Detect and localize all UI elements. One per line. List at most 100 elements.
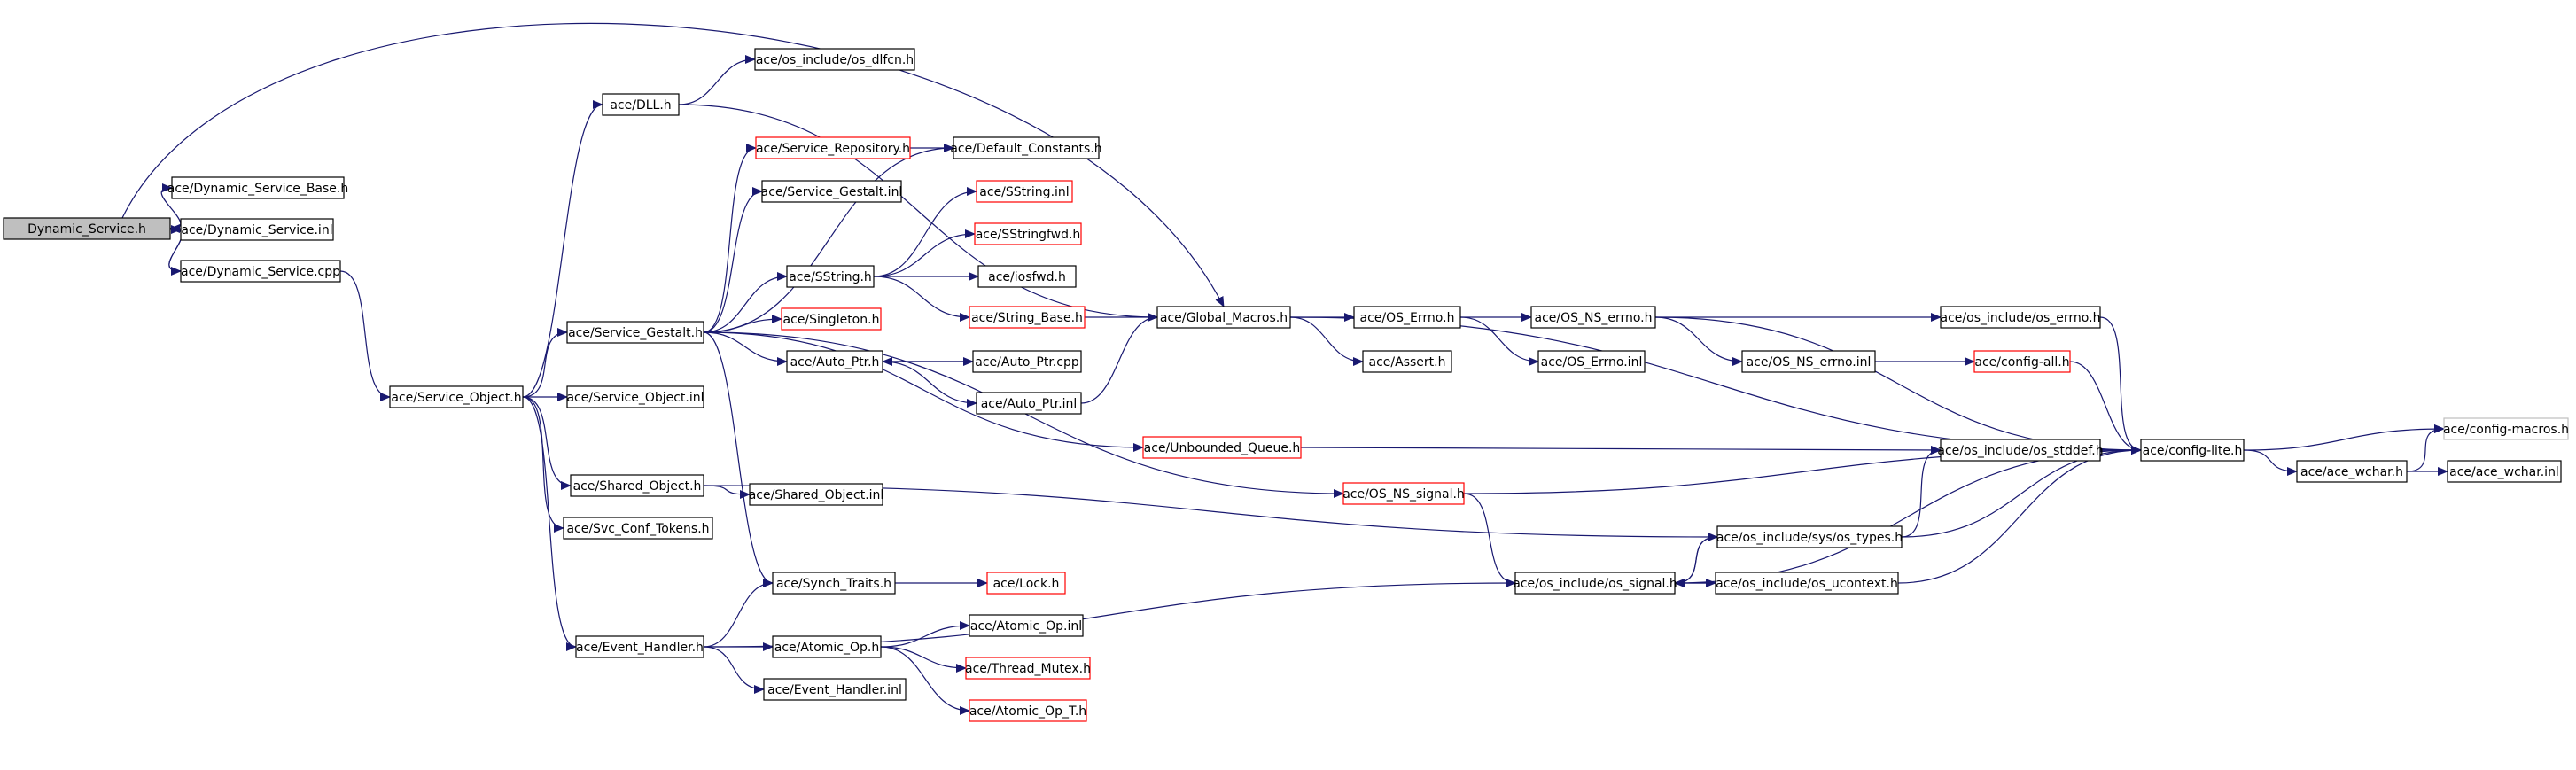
node-label: ace/String_Base.h bbox=[971, 311, 1083, 325]
nodes-layer: Dynamic_Service.h ace/Dynamic_Service_Bas… bbox=[3, 48, 2569, 722]
node-lock[interactable]: ace/Lock.h bbox=[986, 572, 1066, 595]
node-label: ace/config-lite.h bbox=[2143, 444, 2243, 458]
node-ss[interactable]: ace/SString.h bbox=[786, 265, 875, 288]
node-aopt[interactable]: ace/Atomic_Op_T.h bbox=[969, 699, 1087, 722]
node-assert[interactable]: ace/Assert.h bbox=[1362, 350, 1452, 373]
node-label: ace/Svc_Conf_Tokens.h bbox=[566, 522, 709, 536]
node-oserrno[interactable]: ace/OS_Errno.h bbox=[1353, 306, 1461, 329]
node-strbase[interactable]: ace/String_Base.h bbox=[969, 306, 1086, 329]
node-cfgmacros[interactable]: ace/config-macros.h bbox=[2443, 417, 2569, 440]
node-dll[interactable]: ace/DLL.h bbox=[602, 93, 680, 116]
node-label: ace/SString.h bbox=[789, 270, 872, 284]
node-label: ace/Global_Macros.h bbox=[1160, 311, 1288, 325]
node-label: ace/Lock.h bbox=[993, 577, 1060, 591]
node-uq[interactable]: ace/Unbounded_Queue.h bbox=[1142, 436, 1302, 459]
node-apcpp[interactable]: ace/Auto_Ptr.cpp bbox=[972, 350, 1082, 373]
node-ehinl[interactable]: ace/Event_Handler.inl bbox=[763, 678, 907, 701]
node-tm[interactable]: ace/Thread_Mutex.h bbox=[965, 657, 1091, 680]
node-box bbox=[1715, 572, 1899, 595]
node-label: ace/os_include/os_stddef.h bbox=[1937, 444, 2103, 458]
edge-sg-to-ss bbox=[703, 272, 788, 333]
node-svc[interactable]: ace/Svc_Conf_Tokens.h bbox=[563, 517, 713, 540]
node-box bbox=[563, 517, 713, 540]
edge-aop-to-aopt bbox=[880, 646, 970, 715]
edge-so-to-eh bbox=[522, 396, 577, 651]
node-label: ace/Unbounded_Queue.h bbox=[1144, 441, 1301, 455]
node-dsb[interactable]: ace/Dynamic_Service_Base.h bbox=[167, 176, 349, 199]
node-dc[interactable]: ace/Default_Constants.h bbox=[950, 136, 1102, 159]
node-label: ace/Service_Gestalt.h bbox=[568, 326, 703, 340]
node-label: ace/SString.inl bbox=[979, 185, 1069, 199]
node-label: ace/Service_Gestalt.inl bbox=[761, 185, 903, 199]
node-single[interactable]: ace/Singleton.h bbox=[781, 307, 882, 331]
node-ssfwd[interactable]: ace/SStringfwd.h bbox=[974, 222, 1082, 245]
node-wchar[interactable]: ace/ace_wchar.h bbox=[2296, 460, 2408, 483]
node-label: ace/Dynamic_Service.inl bbox=[181, 223, 332, 237]
node-aop[interactable]: ace/Atomic_Op.h bbox=[772, 635, 882, 658]
node-signal[interactable]: ace/os_include/os_signal.h bbox=[1513, 572, 1677, 595]
node-box bbox=[1537, 350, 1646, 373]
node-wcharinl[interactable]: ace/ace_wchar.inl bbox=[2447, 460, 2562, 483]
node-box bbox=[171, 176, 345, 199]
node-cfglite[interactable]: ace/config-lite.h bbox=[2140, 439, 2245, 462]
node-systypes[interactable]: ace/os_include/sys/os_types.h bbox=[1716, 525, 1903, 548]
node-so[interactable]: ace/Service_Object.h bbox=[389, 385, 524, 408]
node-label: ace/OS_NS_errno.h bbox=[1534, 311, 1652, 325]
node-ssinl[interactable]: ace/SString.inl bbox=[976, 180, 1073, 203]
node-dsi[interactable]: ace/Dynamic_Service.inl bbox=[180, 218, 334, 241]
edge-root-to-gm bbox=[121, 22, 1225, 307]
node-box bbox=[575, 635, 704, 658]
node-nserrno[interactable]: ace/OS_NS_errno.h bbox=[1530, 306, 1656, 329]
node-ucontext[interactable]: ace/os_include/os_ucontext.h bbox=[1715, 572, 1899, 595]
node-oserrnoinl[interactable]: ace/OS_Errno.inl bbox=[1537, 350, 1646, 373]
node-dscpp[interactable]: ace/Dynamic_Service.cpp bbox=[180, 260, 341, 283]
node-sgi[interactable]: ace/Service_Gestalt.inl bbox=[761, 180, 903, 203]
node-apinl[interactable]: ace/Auto_Ptr.inl bbox=[976, 392, 1082, 415]
node-sobinl[interactable]: ace/Service_Object.inl bbox=[566, 385, 704, 408]
node-label: ace/Service_Object.inl bbox=[566, 391, 704, 405]
node-label: ace/Dynamic_Service.cpp bbox=[181, 265, 340, 279]
node-shobj[interactable]: ace/Shared_Object.h bbox=[570, 474, 704, 497]
node-box bbox=[1940, 439, 2101, 462]
node-box bbox=[180, 260, 341, 283]
node-synch[interactable]: ace/Synch_Traits.h bbox=[772, 572, 896, 595]
node-ap[interactable]: ace/Auto_Ptr.h bbox=[786, 350, 883, 373]
node-box bbox=[1940, 306, 2101, 329]
node-nserrnoinl[interactable]: ace/OS_NS_errno.inl bbox=[1741, 350, 1876, 373]
edge-ap-to-apinl bbox=[882, 361, 977, 408]
node-label: ace/Atomic_Op_T.h bbox=[969, 704, 1086, 719]
node-label: ace/Shared_Object.h bbox=[573, 479, 702, 494]
node-cfgall[interactable]: ace/config-all.h bbox=[1973, 350, 2071, 373]
edge-nserrno-to-nserrnoinl bbox=[1654, 316, 1743, 366]
node-label: ace/Synch_Traits.h bbox=[776, 577, 891, 591]
edge-dll-to-gm bbox=[678, 104, 1158, 322]
node-nssig[interactable]: ace/OS_NS_signal.h bbox=[1342, 482, 1465, 505]
node-label: ace/DLL.h bbox=[610, 98, 671, 113]
edge-cfglite-to-wchar bbox=[2243, 449, 2298, 476]
node-label: ace/Atomic_Op.h bbox=[774, 641, 879, 655]
node-iosfwd[interactable]: ace/iosfwd.h bbox=[977, 265, 1077, 288]
node-sg[interactable]: ace/Service_Gestalt.h bbox=[566, 321, 704, 344]
node-label: ace/Event_Handler.h bbox=[576, 641, 704, 655]
node-root[interactable]: Dynamic_Service.h bbox=[3, 217, 171, 240]
node-oierrno[interactable]: ace/os_include/os_errno.h bbox=[1940, 306, 2101, 329]
edge-so-to-svc bbox=[522, 396, 564, 533]
node-sr[interactable]: ace/Service_Repository.h bbox=[755, 136, 911, 159]
node-box bbox=[786, 265, 875, 288]
node-stddef[interactable]: ace/os_include/os_stddef.h bbox=[1937, 439, 2104, 462]
node-shobjinl[interactable]: ace/Shared_Object.inl bbox=[749, 483, 884, 506]
edge-so-to-shobj bbox=[522, 396, 572, 490]
node-dlfcn[interactable]: ace/os_include/os_dlfcn.h bbox=[754, 48, 915, 71]
node-box bbox=[566, 385, 704, 408]
node-box bbox=[602, 93, 680, 116]
node-box bbox=[969, 306, 1086, 329]
node-box bbox=[772, 635, 882, 658]
edge-ss-to-ssinl bbox=[873, 187, 977, 277]
node-aopinl[interactable]: ace/Atomic_Op.inl bbox=[969, 614, 1084, 637]
node-label: Dynamic_Service.h bbox=[27, 222, 146, 237]
node-box bbox=[1353, 306, 1461, 329]
edge-apinl-to-gm bbox=[1080, 313, 1158, 404]
edge-sg-to-dc bbox=[703, 144, 954, 333]
node-eh[interactable]: ace/Event_Handler.h bbox=[575, 635, 704, 658]
node-gm[interactable]: ace/Global_Macros.h bbox=[1156, 306, 1291, 329]
